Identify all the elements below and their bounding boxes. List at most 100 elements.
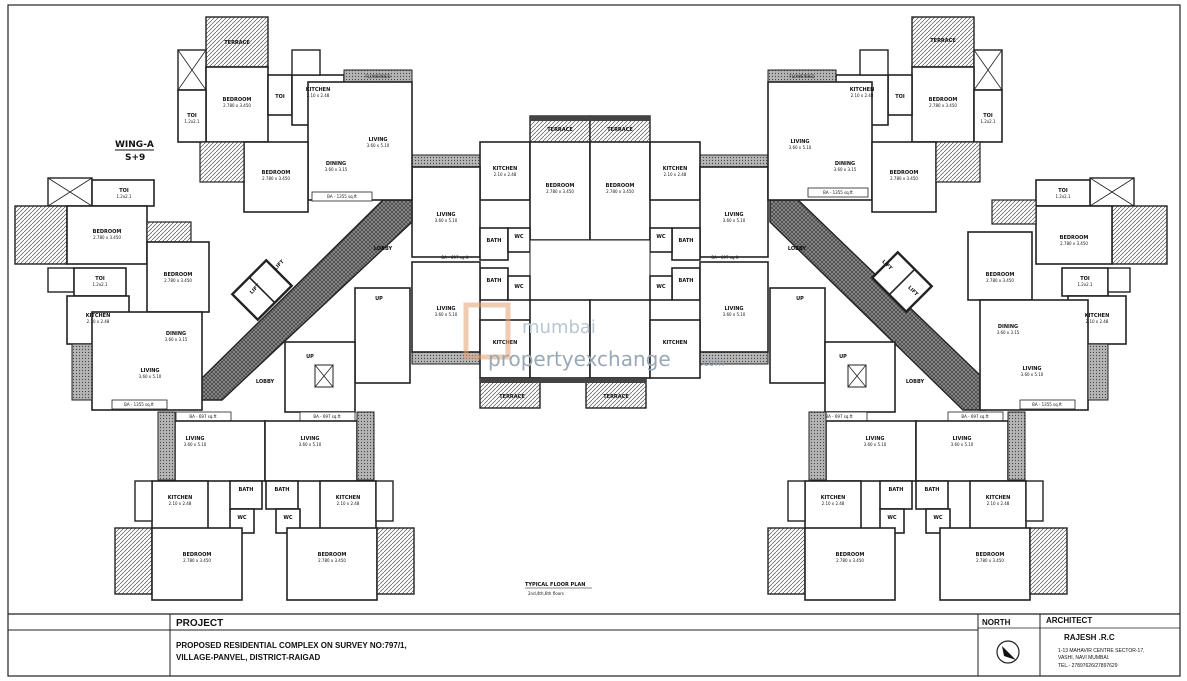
stair-up-label: UP <box>375 296 383 302</box>
lobby-label: LOBBY <box>374 246 393 252</box>
room-dims: 3.60 x 3.15 <box>165 337 188 342</box>
kitchen-room <box>649 141 701 201</box>
room-dims: 3.60 x 5.10 <box>951 442 974 447</box>
project-line1: PROPOSED RESIDENTIAL COMPLEX ON SURVEY N… <box>176 641 407 650</box>
room-label: LIVING <box>724 306 743 312</box>
room-label: TOI <box>95 276 105 282</box>
room-label: FLOWERBED <box>365 74 390 79</box>
room-label: BEDROOM <box>606 183 635 189</box>
area-label: BA - 1355 sq.ft <box>823 190 853 195</box>
central-corridor <box>529 239 651 301</box>
flowerbed <box>199 141 245 183</box>
room-label: WC <box>514 284 524 290</box>
room-dims: 3.60 x 5.10 <box>1021 372 1044 377</box>
room-dims: 2.10 x 2.48 <box>851 93 874 98</box>
room-dims: 2.10 x 2.48 <box>987 501 1010 506</box>
room-label: WC <box>887 515 897 521</box>
flat-left <box>14 177 210 411</box>
room-label: BATH <box>275 487 290 493</box>
room-label: BEDROOM <box>976 552 1005 558</box>
project-label: PROJECT <box>176 618 223 629</box>
room-dims: 3.60 x 5.10 <box>299 442 322 447</box>
room-label: BEDROOM <box>183 552 212 558</box>
living-room <box>767 81 873 201</box>
room-label: KITCHEN <box>850 87 875 93</box>
room-dims: 3.60 x 5.10 <box>435 312 458 317</box>
room-label: KITCHEN <box>663 166 688 172</box>
terrace <box>376 527 415 595</box>
room-label: WC <box>283 515 293 521</box>
area-box <box>111 399 168 410</box>
room-dims: 2.10 x 2.48 <box>822 501 845 506</box>
room-dims: 3.60 x 5.10 <box>184 442 207 447</box>
room-label: DINING <box>998 324 1018 330</box>
room-label: LIVING <box>368 137 387 143</box>
room-dims: 1.2x2.1 <box>116 194 132 199</box>
bath-room <box>671 267 701 301</box>
room-dims: 3.60 x 5.10 <box>789 145 812 150</box>
staircase <box>769 287 826 384</box>
room-label: BATH <box>487 238 502 244</box>
lobby-label: LOBBY <box>788 246 807 252</box>
stair-up-label: UP <box>796 296 804 302</box>
terrace <box>1111 205 1168 265</box>
kitchen-room <box>649 319 701 379</box>
watermark: mumbai propertyexchange .com <box>463 302 725 371</box>
room-dims: 2.780 x 3.450 <box>164 278 192 283</box>
room-label: WC <box>656 234 666 240</box>
room-label: KITCHEN <box>1085 313 1110 319</box>
room-label: KITCHEN <box>986 495 1011 501</box>
room-label: BATH <box>679 238 694 244</box>
plan-caption-title: TYPICAL FLOOR PLAN <box>525 582 585 588</box>
bedroom-room <box>1035 205 1113 265</box>
room-label: DINING <box>835 161 855 167</box>
duct <box>1025 480 1044 522</box>
watermark-suffix: .com <box>700 358 725 369</box>
room-label: BEDROOM <box>318 552 347 558</box>
room-dims: 2.10 x 2.48 <box>307 93 330 98</box>
room-label: DINING <box>166 331 186 337</box>
room-label: BEDROOM <box>546 183 575 189</box>
bedroom-room <box>871 141 937 213</box>
room-dims: 2.10 x 2.48 <box>664 172 687 177</box>
room-label: BATH <box>889 487 904 493</box>
room-dims: 2.10 x 2.48 <box>169 501 192 506</box>
duct <box>787 480 806 522</box>
living-room <box>915 420 1009 482</box>
flowerbed-strip <box>530 116 650 121</box>
room-label: BEDROOM <box>890 170 919 176</box>
stair-up-label: UP <box>306 354 314 360</box>
bedroom-room <box>804 527 896 601</box>
room-label: KITCHEN <box>663 340 688 346</box>
room-label: LIVING <box>436 212 455 218</box>
room-label: KITCHEN <box>86 313 111 319</box>
room-dims: 2.10 x 2.48 <box>494 172 517 177</box>
room-dims: 2.780 x 3.450 <box>986 278 1014 283</box>
room-label: FLOWERBED <box>789 74 814 79</box>
flowerbed <box>808 411 827 481</box>
bath-room <box>479 227 509 261</box>
top-flowerbed <box>699 154 769 168</box>
room-label: TOI <box>187 113 197 119</box>
bedroom-room <box>911 66 975 143</box>
room-label: LIVING <box>724 212 743 218</box>
room-label: LIVING <box>952 436 971 442</box>
duct <box>47 267 75 293</box>
flowerbed <box>71 343 93 401</box>
flowerbed <box>991 199 1037 225</box>
bath-room <box>671 227 701 261</box>
room-label: TERRACE <box>547 127 573 133</box>
terrace <box>1029 527 1068 595</box>
room-label: BEDROOM <box>929 97 958 103</box>
north-arrow-icon <box>996 640 1020 664</box>
architect-address1: 1-13 MAHAVIR CENTRE SECTOR-17, <box>1058 648 1145 654</box>
watermark-line2: propertyexchange <box>488 347 671 371</box>
terrace <box>911 16 975 68</box>
kitchen-room <box>969 480 1027 530</box>
room-label: BEDROOM <box>986 272 1015 278</box>
duct <box>1107 267 1131 293</box>
room-label: BEDROOM <box>262 170 291 176</box>
room-dims: 3.60 x 5.10 <box>723 218 746 223</box>
terrace <box>767 527 806 595</box>
